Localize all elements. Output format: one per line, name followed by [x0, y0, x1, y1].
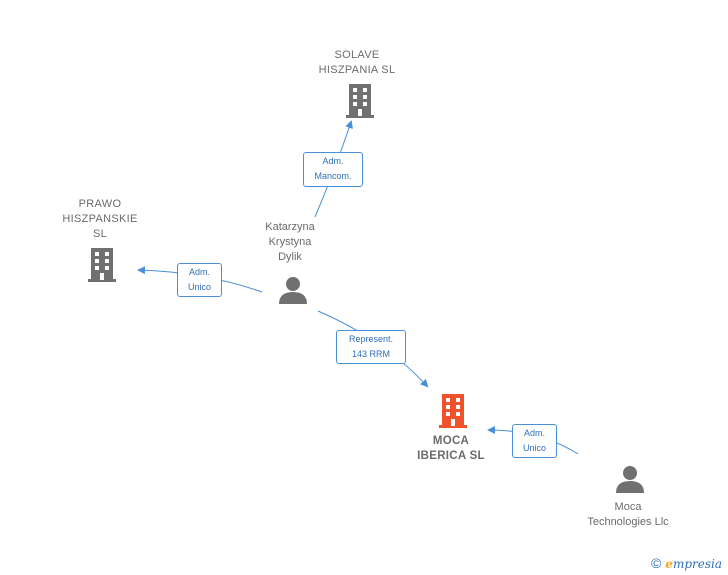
building-icon[interactable] [86, 247, 118, 283]
node-label-moca-technologies: Moca Technologies Llc [587, 501, 669, 528]
node-label-moca-iberica: MOCA IBERICA SL [417, 435, 485, 462]
copyright-icon: © [650, 555, 662, 571]
person-icon[interactable] [278, 275, 308, 305]
brand-name: mpresia [672, 557, 722, 571]
brand-watermark: ©empresia [651, 555, 722, 571]
building-icon[interactable] [437, 393, 469, 429]
edge-label-represent[interactable]: Represent. 143 RRM [336, 330, 406, 364]
edge-label-adm-unico-moca[interactable]: Adm. Unico [512, 424, 557, 458]
edge-label-adm-mancom[interactable]: Adm. Mancom. [303, 152, 363, 187]
node-label-prawo: PRAWO HISZPANSKIE SL [62, 198, 138, 240]
building-icon[interactable] [344, 83, 376, 119]
node-label-solave: SOLAVE HISZPANIA SL [318, 49, 396, 76]
edge-label-adm-unico-prawo[interactable]: Adm. Unico [177, 263, 222, 297]
node-label-katarzyna: Katarzyna Krystyna Dylik [265, 221, 315, 263]
person-icon[interactable] [615, 464, 645, 494]
brand-initial: e [665, 557, 673, 571]
